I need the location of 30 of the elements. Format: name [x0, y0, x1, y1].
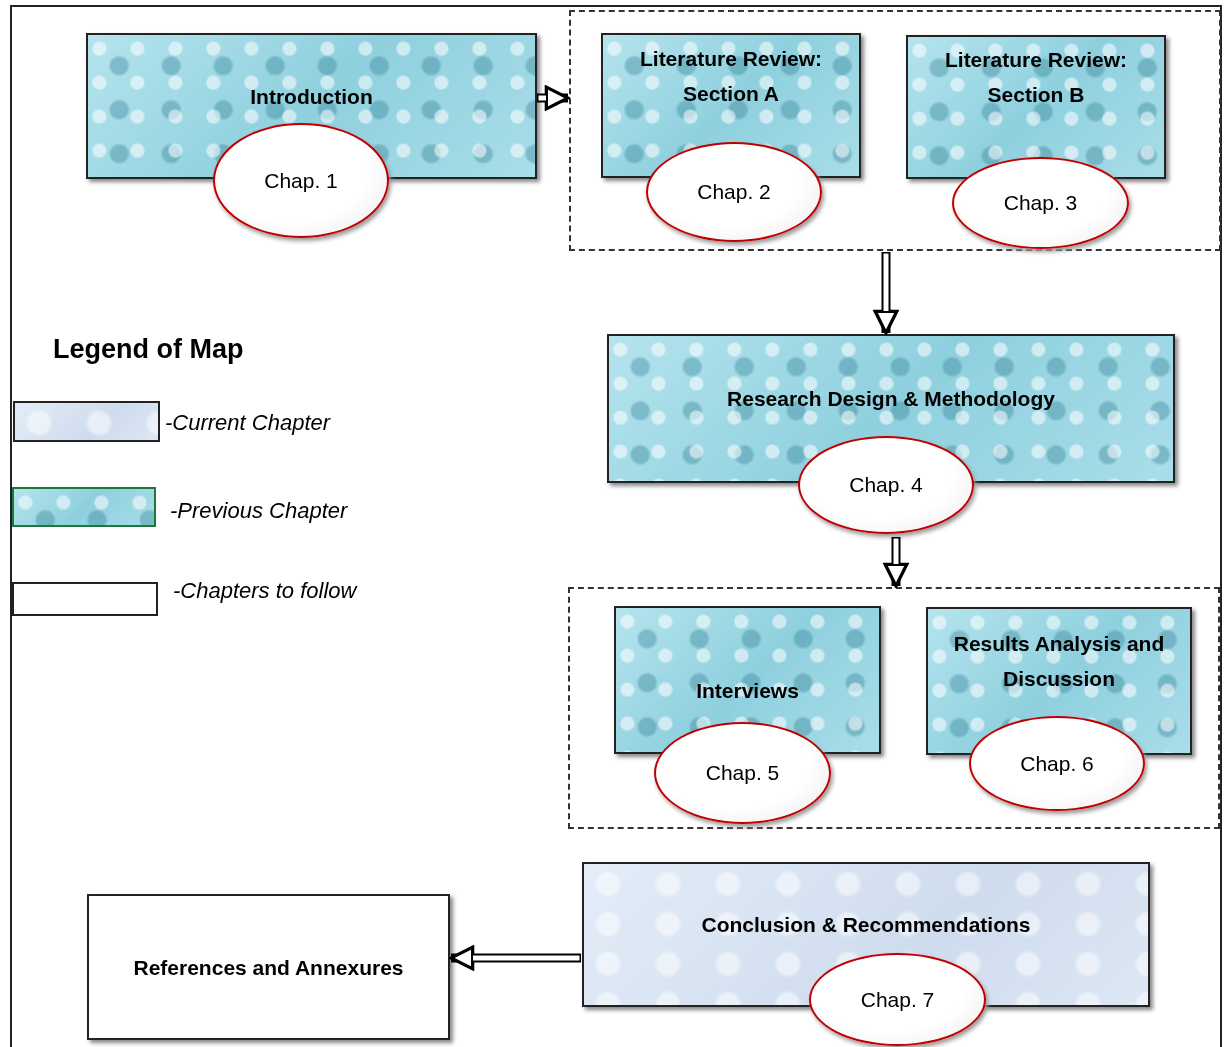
chapter-title: Results Analysis and Discussion — [952, 631, 1166, 692]
chapter-title: Introduction — [249, 83, 374, 110]
block-arrow — [883, 537, 909, 588]
dashed-group-frame — [568, 587, 1220, 829]
chapter-title: Literature Review: Section A — [638, 45, 824, 107]
chapter-box — [87, 894, 450, 1040]
chapter-number: Chap. 7 — [859, 987, 936, 1012]
chapter-title: Interviews — [695, 677, 800, 704]
block-arrow — [873, 252, 899, 335]
block-arrow — [537, 85, 570, 111]
chapter-ellipse — [646, 142, 822, 242]
chapter-number: Chap. 3 — [1002, 191, 1079, 215]
chapter-number: Chap. 1 — [263, 168, 339, 193]
legend-label: -Current Chapter — [165, 410, 331, 436]
chapter-number: Chap. 2 — [696, 180, 772, 204]
dashed-group-frame — [569, 10, 1221, 251]
legend-label: -Previous Chapter — [170, 498, 348, 524]
chapter-title: Conclusion & Recommendations — [700, 912, 1032, 938]
chapter-title: Literature Review: Section B — [943, 47, 1129, 108]
chapter-number: Chap. 6 — [1019, 751, 1095, 776]
chapter-ellipse — [969, 716, 1145, 811]
legend-title: Legend of Map — [53, 334, 244, 365]
chapter-title: References and Annexures — [132, 954, 405, 981]
chapter-number: Chap. 5 — [704, 761, 781, 785]
legend-label: -Chapters to follow — [173, 578, 357, 604]
chapter-number: Chap. 4 — [848, 473, 924, 497]
chapter-ellipse — [654, 722, 831, 824]
block-arrow — [449, 945, 581, 971]
chapter-title: Research Design & Methodology — [726, 386, 1056, 412]
chapter-ellipse — [213, 123, 389, 238]
